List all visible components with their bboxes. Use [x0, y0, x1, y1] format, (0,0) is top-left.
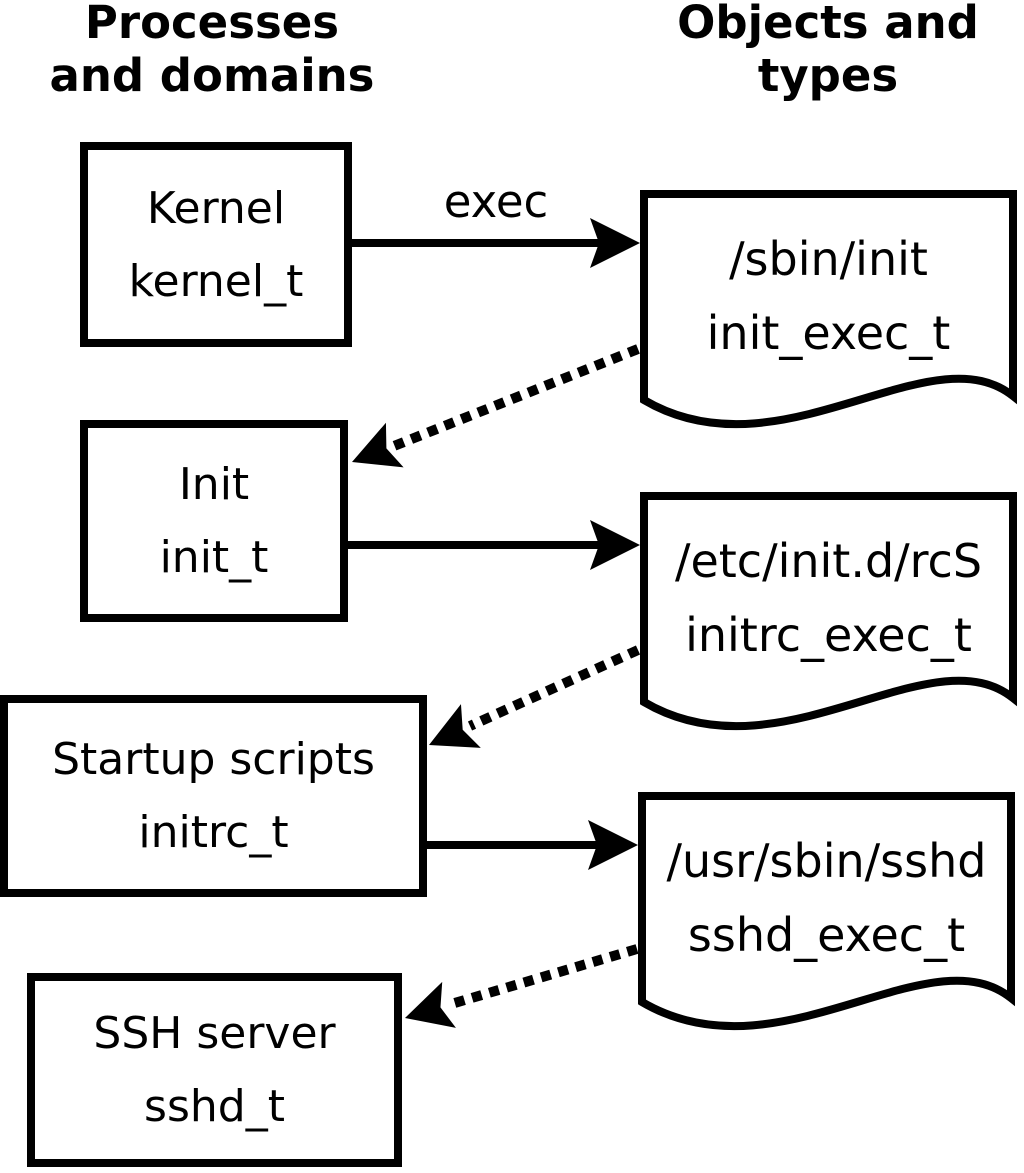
process-box-startup-scripts: Startup scripts initrc_t	[0, 695, 427, 897]
domain-label: sshd_t	[144, 1081, 285, 1132]
left-header-line1: Processes	[84, 0, 340, 49]
domain-label: kernel_t	[128, 255, 304, 307]
domain-label: init_t	[159, 532, 269, 583]
process-box-kernel: Kernel kernel_t	[80, 142, 352, 347]
document-shape-initrc-exec	[640, 492, 1017, 731]
exec-arrow-init-to-rcS	[348, 520, 640, 570]
process-label: Startup scripts	[52, 734, 375, 785]
domain-label: initrc_t	[138, 807, 289, 858]
exec-arrow-label: exec	[443, 175, 549, 228]
process-label: Kernel	[146, 182, 286, 234]
right-header-line1: Objects and	[677, 0, 979, 49]
right-header-line2: types	[757, 49, 899, 102]
process-box-init: Init init_t	[80, 420, 348, 622]
exec-arrow-kernel-to-sbin-init	[352, 218, 640, 268]
transition-arrow-initrc-exec-to-initrc	[429, 645, 641, 748]
transition-arrow-init-exec-to-init	[352, 344, 640, 468]
transition-arrow-sshd-exec-to-sshd	[405, 944, 639, 1028]
exec-arrow-initrc-to-sshd	[427, 820, 638, 870]
document-shape-sshd-exec	[638, 792, 1015, 1031]
process-label: Init	[178, 459, 250, 510]
process-box-ssh-server: SSH server sshd_t	[27, 973, 402, 1167]
left-header-line2: and domains	[49, 49, 375, 102]
document-shape-init-exec	[640, 190, 1017, 429]
process-label: SSH server	[93, 1008, 336, 1059]
